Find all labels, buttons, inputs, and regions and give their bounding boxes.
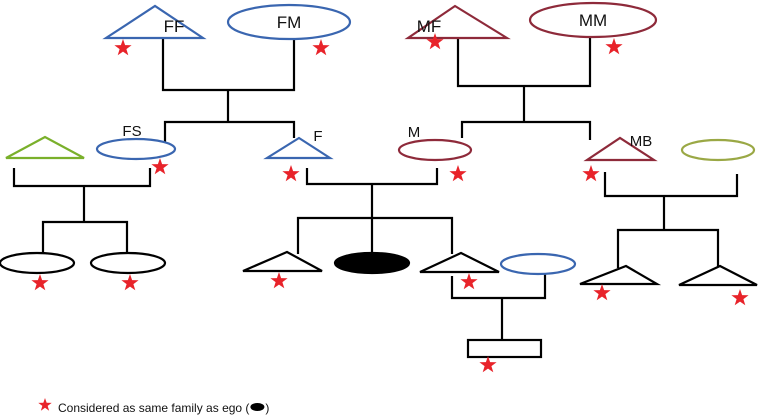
- mm-ellipse: [528, 1, 658, 39]
- ego-ellipse: [333, 251, 411, 275]
- star-icon: [605, 38, 623, 55]
- f-triangle: [263, 136, 334, 160]
- star-icon: [270, 272, 288, 289]
- m-label: M: [408, 124, 421, 141]
- ff-triangle: [102, 4, 207, 40]
- mb-label: MB: [630, 133, 653, 150]
- star-icon: [312, 39, 330, 56]
- star-icon: [31, 274, 49, 291]
- ff-label: FF: [164, 17, 185, 36]
- fs-daughter-2-ellipse: [89, 251, 167, 275]
- star-icon: [449, 165, 467, 182]
- legend-text-before: Considered as same family as ego (: [58, 401, 249, 415]
- fs-label: FS: [122, 123, 141, 140]
- legend-text: Considered as same family as ego (): [58, 401, 269, 415]
- legend-star-icon: [38, 397, 52, 411]
- fm-label: FM: [277, 13, 302, 32]
- fs-ellipse: [95, 137, 177, 161]
- mf-triangle: [404, 4, 511, 40]
- household-rectangle: [466, 338, 543, 359]
- brother-2-wife-ellipse: [499, 252, 577, 276]
- star-icon: [582, 165, 600, 182]
- fm-ellipse: [226, 3, 352, 41]
- legend: Considered as same family as ego (): [38, 397, 269, 415]
- mb-spouse-ellipse: [680, 138, 756, 162]
- f-label: F: [313, 128, 322, 145]
- mb-son-1-triangle: [579, 264, 662, 286]
- brother-1-triangle: [242, 250, 323, 273]
- legend-text-after: ): [265, 401, 269, 415]
- in-law-triangle: [5, 135, 85, 160]
- brother-2-triangle: [419, 251, 500, 274]
- star-icon: [151, 158, 169, 175]
- mm-label: MM: [579, 11, 607, 30]
- mf-label: MF: [417, 17, 442, 36]
- star-icon: [593, 284, 611, 301]
- star-icon: [282, 165, 300, 182]
- same-family-stars: [31, 33, 749, 373]
- connector-lines: [12, 38, 739, 340]
- star-icon: [114, 39, 132, 56]
- star-icon: [121, 274, 139, 291]
- star-icon: [460, 273, 478, 290]
- m-ellipse: [397, 138, 473, 162]
- star-icon: [731, 289, 749, 306]
- star-icon: [479, 356, 497, 373]
- fs-daughter-1-ellipse: [0, 251, 76, 275]
- mb-triangle: [583, 136, 658, 162]
- mb-son-2-triangle: [678, 264, 758, 287]
- legend-ego-icon: [250, 403, 265, 411]
